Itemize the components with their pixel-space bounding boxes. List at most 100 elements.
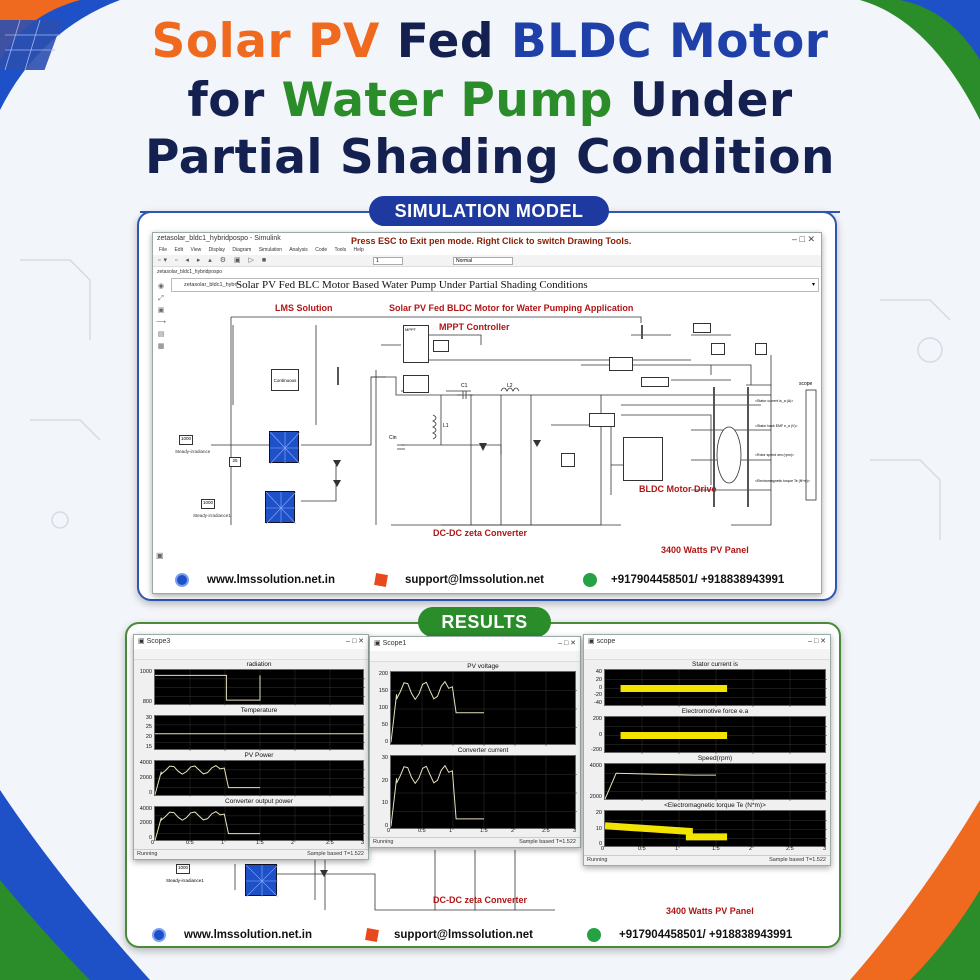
mppt-block[interactable]: MPPT [403, 325, 429, 363]
scope-y-tick: 20 [595, 676, 602, 683]
results-zeta-label: DC-DC zeta Converter [433, 895, 528, 905]
headline-line-1: Solar PV Fed BLDC Motor [0, 14, 980, 69]
menu-diagram[interactable]: Diagram [232, 247, 252, 253]
hall-decoder-block[interactable] [589, 413, 615, 427]
scope-plot-pane: Converter current [390, 747, 577, 830]
sim-mode-select[interactable]: Normal [453, 257, 513, 265]
scope-title: ▣ scope– □ ✕ [584, 635, 830, 649]
sim-time-input[interactable]: 1 [373, 257, 403, 265]
window-controls[interactable]: – □ ✕ [808, 638, 826, 645]
irradiance-label-2: Steady-irradiance1 [193, 513, 231, 518]
scope-trace [605, 670, 827, 707]
scope-y-tick: -200 [590, 747, 602, 753]
results-pv-array[interactable] [245, 864, 279, 898]
scope-y-tick: 2000 [589, 794, 602, 800]
headline-bldc-motor: BLDC Motor [510, 14, 829, 69]
scope-y-tick: 200 [592, 716, 602, 722]
zeta-switch-block[interactable] [403, 375, 429, 393]
email-text[interactable]: support@lmssolution.net [394, 929, 533, 941]
pv-array-1[interactable] [269, 431, 301, 465]
scope-y-tick: 2000 [139, 774, 152, 781]
scope-x-tick: 2 [511, 828, 515, 834]
dc-voltage-block[interactable] [561, 453, 575, 467]
toolbar-icons[interactable]: ▫▾ ▫ ◂ ▸ ▴ ⚙ ▣ ▷ ■ [158, 257, 270, 264]
signal-back-emf: <Stator back EMF e_a (V)> [755, 424, 798, 428]
scope-y-tick: 1000 [139, 669, 152, 675]
speed-controller-block[interactable] [711, 343, 725, 355]
phone-text[interactable]: +917904458501/ +918838943991 [619, 929, 793, 941]
temperature-block[interactable]: 25 [229, 457, 241, 467]
scope-sample: Sample based T=1.522 [769, 857, 826, 863]
signal-torque: <Electromagnetic torque Te (N*m)> [755, 479, 810, 483]
phone-text[interactable]: +917904458501/ +918838943991 [611, 574, 785, 586]
scope-y-tick: 4000 [139, 760, 152, 766]
menu-file[interactable]: File [159, 247, 168, 253]
menu-simulation[interactable]: Simulation [258, 247, 283, 253]
scope-plot-pane: PV voltage [390, 663, 577, 746]
label-zeta-converter: DC-DC zeta Converter [433, 528, 528, 538]
menu-tools[interactable]: Tools [334, 247, 347, 253]
model-path[interactable]: zetasolar_bldc1_hybri [184, 282, 238, 288]
menu-analysis[interactable]: Analysis [289, 247, 308, 253]
headline-solar-pv: Solar PV [151, 14, 380, 69]
scope-x-tick: 0 [151, 840, 155, 846]
scope3-title-text: Scope3 [146, 638, 171, 645]
chevron-down-icon[interactable]: ▾ [811, 282, 815, 288]
window-controls[interactable]: – □ ✕ [792, 234, 815, 244]
scope-y-tick: 2000 [139, 820, 152, 827]
email-text[interactable]: support@lmssolution.net [405, 574, 544, 586]
window-controls[interactable]: – □ ✕ [558, 640, 576, 647]
menu-edit[interactable]: Edit [174, 247, 184, 253]
scope1-running: Running [373, 839, 394, 845]
scope-plot-pane: radiation [154, 661, 365, 706]
scope-x-tick: 1 [675, 846, 679, 852]
scope-waveform [154, 765, 260, 795]
irradiance-block-1[interactable]: 1000 [179, 435, 193, 445]
display-block[interactable] [693, 323, 711, 333]
website-text[interactable]: www.lmssolution.net.in [184, 929, 312, 941]
menu-display[interactable]: Display [208, 247, 226, 253]
circuit-wires [211, 316, 817, 526]
scope3-running: Running [137, 851, 158, 857]
pv-array-2[interactable] [265, 491, 297, 525]
palette-bottom-icon[interactable]: ▣ [156, 551, 164, 560]
website-text[interactable]: www.lmssolution.net.in [207, 574, 335, 586]
scope-plot-title: Converter current [457, 747, 509, 754]
emf-block[interactable] [641, 377, 669, 387]
scope1-toolbar[interactable] [370, 651, 580, 662]
inverter-block[interactable] [623, 437, 663, 481]
scope-trace [390, 756, 577, 830]
breadcrumb[interactable]: zetasolar_bldc1_hybridpospo [157, 269, 223, 275]
gain-block[interactable] [755, 343, 767, 355]
gates-block[interactable] [609, 357, 633, 371]
pen-mode-banner: Press ESC to Exit pen mode. Right Click … [351, 236, 632, 246]
scope-y-tick: 10 [595, 825, 602, 832]
whatsapp-icon [583, 573, 597, 587]
scope-y-tick: 40 [595, 669, 602, 675]
scope-trace [604, 811, 827, 848]
scope-toolbar[interactable] [584, 649, 830, 660]
scope-y-tick: 0 [384, 739, 388, 745]
scope-x-tick: 0 [387, 828, 391, 834]
label-c1: C1 [461, 383, 468, 389]
menu-help[interactable]: Help [353, 247, 364, 253]
diagram-canvas[interactable]: LMS Solution Solar PV Fed BLDC Motor for… [171, 295, 819, 565]
pwm-block[interactable] [433, 340, 449, 352]
scope3-toolbar[interactable] [134, 649, 368, 660]
irradiance-block-2[interactable]: 1000 [201, 499, 215, 509]
scope-y-tick: 4000 [589, 763, 602, 769]
results-irradiance-block[interactable]: 1000 [176, 864, 190, 874]
window-controls[interactable]: – □ ✕ [346, 638, 364, 645]
scope-x-tick: 3 [361, 840, 365, 846]
model-path-bar: zetasolar_bldc1_hybri Solar PV Fed BLC M… [171, 278, 819, 292]
scope-waveform [154, 810, 260, 841]
continuous-block[interactable]: Continuous [271, 369, 299, 391]
menu-code[interactable]: Code [315, 247, 328, 253]
scope-waveform [604, 772, 716, 800]
scope-y-tick: -20 [594, 692, 602, 699]
label-l1: L1 [443, 423, 449, 429]
menu-view[interactable]: View [190, 247, 202, 253]
